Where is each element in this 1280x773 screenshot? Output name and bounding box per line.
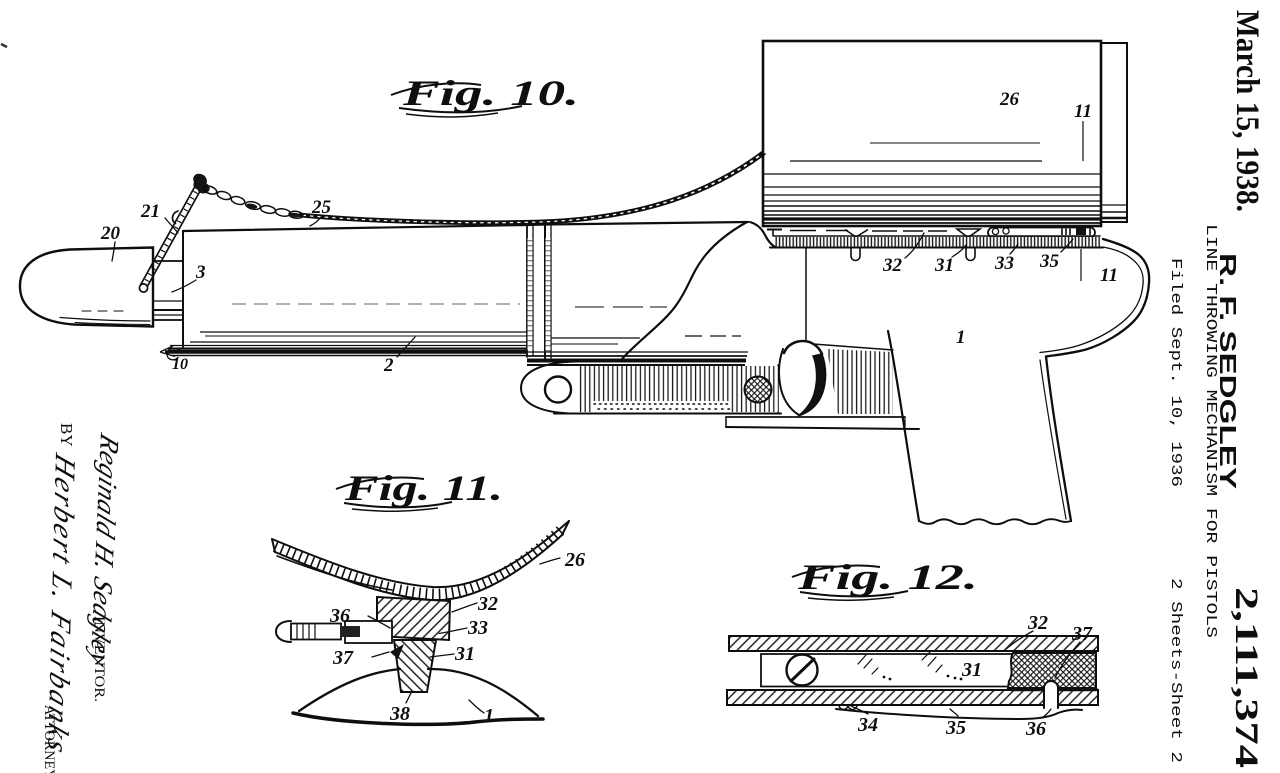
svg-text:R. F. SEDGLEY: R. F. SEDGLEY — [1215, 253, 1241, 489]
svg-text:37: 37 — [332, 647, 354, 669]
svg-text:38: 38 — [389, 703, 410, 725]
svg-text:2 Sheets-Sheet 2: 2 Sheets-Sheet 2 — [1167, 578, 1184, 763]
svg-text:3: 3 — [195, 262, 206, 283]
svg-text:26: 26 — [564, 549, 585, 571]
svg-text:36: 36 — [1025, 718, 1046, 740]
svg-text:LINE THROWING MECHANISM FOR PI: LINE THROWING MECHANISM FOR PISTOLS — [1202, 224, 1219, 638]
svg-text:31: 31 — [454, 643, 475, 665]
svg-text:March 15, 1938.: March 15, 1938. — [1229, 10, 1265, 212]
svg-text:ATTORNEY.: ATTORNEY. — [41, 705, 57, 773]
svg-text:26: 26 — [999, 89, 1020, 110]
svg-text:10: 10 — [172, 356, 188, 373]
svg-text:33: 33 — [994, 253, 1014, 274]
svg-text:2,111,374: 2,111,374 — [1228, 587, 1264, 768]
svg-text:Filed Sept. 10, 1936: Filed Sept. 10, 1936 — [1167, 258, 1184, 487]
svg-text:11: 11 — [1074, 101, 1092, 122]
svg-text:31: 31 — [961, 659, 982, 681]
svg-text:32: 32 — [477, 593, 498, 615]
svg-text:35: 35 — [945, 717, 966, 739]
svg-text:32: 32 — [1027, 612, 1048, 634]
svg-text:11: 11 — [1100, 265, 1118, 286]
svg-text:1: 1 — [956, 327, 966, 348]
svg-text:33: 33 — [467, 617, 488, 639]
svg-text:20: 20 — [100, 223, 121, 244]
svg-text:2: 2 — [383, 355, 394, 376]
svg-text:21: 21 — [140, 201, 160, 222]
svg-text:36: 36 — [329, 605, 350, 627]
svg-text:Herbert L. Fairbanks: Herbert L. Fairbanks — [41, 448, 80, 760]
svg-text:Fig. 12.: Fig. 12. — [796, 557, 978, 597]
svg-text:32: 32 — [882, 255, 903, 276]
svg-text:Fig. 10.: Fig. 10. — [401, 73, 579, 113]
svg-text:INVENTOR.: INVENTOR. — [91, 616, 107, 702]
svg-text:Fig. 11.: Fig. 11. — [344, 468, 503, 508]
svg-text:25: 25 — [311, 197, 332, 218]
svg-text:BY: BY — [57, 423, 76, 447]
svg-text:31: 31 — [934, 255, 954, 276]
svg-text:34: 34 — [857, 714, 878, 736]
svg-text:37: 37 — [1071, 623, 1093, 645]
svg-text:35: 35 — [1039, 251, 1060, 272]
svg-text:1: 1 — [484, 705, 494, 727]
